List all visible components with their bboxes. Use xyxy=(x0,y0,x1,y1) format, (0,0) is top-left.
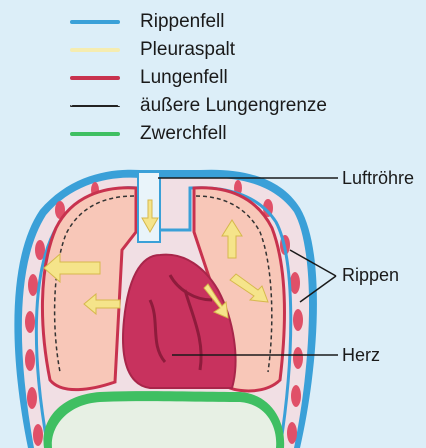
label-heart: Herz xyxy=(342,345,380,366)
label-trachea: Luftröhre xyxy=(342,168,414,189)
label-ribs: Rippen xyxy=(342,265,399,286)
diaphragm-inner xyxy=(52,401,276,448)
